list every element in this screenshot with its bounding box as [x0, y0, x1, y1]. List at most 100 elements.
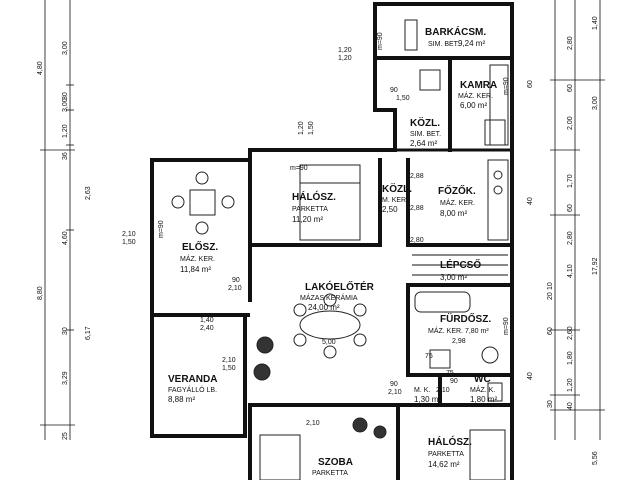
- dim-right-inner-12: 1,20: [567, 378, 574, 392]
- exterior-walls: [150, 2, 514, 480]
- dim-right-total: 17,92: [592, 257, 599, 275]
- room-szoba-floor: PARKETTA: [312, 470, 348, 477]
- room-halosz1-area: 11,20 m²: [292, 215, 323, 224]
- dim-right-inner-13: 40: [567, 402, 574, 410]
- dim-right-inner-10: 2,60: [567, 326, 574, 340]
- opening-dim-11: 2,10: [222, 357, 236, 364]
- room-mk-area: 1,30 m²: [414, 395, 441, 404]
- room-lepcso-name: LÉPCSŐ: [440, 258, 481, 271]
- room-fozok-area: 8,00 m²: [440, 209, 467, 218]
- window-mark-3: m=90: [377, 32, 384, 50]
- dim-right-inner-6: 1,70: [567, 174, 574, 188]
- room-halosz2-floor: PARKETTA: [428, 451, 464, 458]
- opening-dim-1: 1,20: [338, 47, 352, 54]
- room-kozl-mid-area: 2,50: [382, 205, 398, 214]
- dim-left-outer-1: 4,80: [37, 61, 44, 75]
- dim-right-inner-5: 2,00: [567, 116, 574, 130]
- dim-left-outer-4: 25: [62, 432, 69, 440]
- opening-dim-7: 90: [232, 277, 240, 284]
- dim-right-inner-2: 2,80: [567, 36, 574, 50]
- opening-dim-13: 5,00: [322, 339, 336, 346]
- stairs: [412, 254, 508, 276]
- dim-left-inner-7: 4,60: [62, 231, 69, 245]
- room-kozl-mid-floor: M. KER.: [382, 197, 408, 204]
- room-fozok-name: FŐZŐK.: [438, 184, 476, 197]
- opening-dim-23: 2,88: [410, 205, 424, 212]
- opening-dim-4: 1,50: [308, 121, 315, 135]
- opening-dim-15: 2,10: [388, 389, 402, 396]
- opening-dim-3: 1,20: [298, 121, 305, 135]
- room-elosz-area: 11,84 m²: [180, 265, 211, 274]
- room-kozl-mid-name: KÖZL.: [382, 182, 412, 195]
- room-barkacsm-name: BARKÁCSM.: [425, 25, 486, 38]
- room-fozok-floor: MÁZ. KER.: [440, 198, 475, 207]
- window-mark-5: m=90: [503, 317, 510, 335]
- opening-dim-9: 1,40: [200, 317, 214, 324]
- room-wc-area: 1,80 m²: [470, 395, 497, 404]
- room-wc-name: WC: [474, 374, 491, 385]
- room-mk-name: M. K.: [414, 387, 430, 394]
- room-kamra-name: KAMRA: [460, 80, 497, 91]
- dim-left-inner-1: 3,00: [62, 41, 69, 55]
- room-barkacsm-floor: SIM. BET.: [428, 41, 459, 48]
- opening-dim-19: 2,10: [436, 387, 450, 394]
- right-dimension-lines: [550, 0, 605, 440]
- opening-dim-17: 75: [425, 353, 433, 360]
- dim-left-inner-2: 30: [62, 92, 69, 100]
- dim-left-inner-3: 3,00: [62, 98, 69, 112]
- dim-right-inner-9: 4,10: [567, 264, 574, 278]
- opening-dim-14: 90: [390, 381, 398, 388]
- dim-right-mid-6: 60: [527, 80, 534, 88]
- room-veranda-name: VERANDA: [168, 374, 217, 385]
- room-kamra-area: 6,00 m²: [460, 101, 487, 110]
- room-lakoeloter-area: 24,00 m²: [308, 303, 340, 312]
- room-wc-floor: MÁZ. K.: [470, 385, 495, 394]
- dim-right-mid-3: 60: [547, 327, 554, 335]
- opening-dim-5: 2,10: [122, 231, 136, 238]
- dim-right-mid-8: 5,56: [592, 451, 599, 465]
- opening-dim-26: 1,50: [396, 95, 410, 102]
- dim-left-inner-8: 6,17: [85, 326, 92, 340]
- opening-dim-10: 2,40: [200, 325, 214, 332]
- dim-right-mid-2: 20: [547, 292, 554, 300]
- opening-dim-8: 2,10: [228, 285, 242, 292]
- opening-dim-2: 1,20: [338, 55, 352, 62]
- dim-right-inner-1: 1,40: [592, 16, 599, 30]
- room-szoba-name: SZOBA: [318, 457, 353, 468]
- left-dimension-lines: [40, 0, 75, 440]
- room-halosz1-name: HÁLÓSZ.: [292, 190, 336, 203]
- room-lakoeloter-floor: MÁZAS KERÁMIA: [300, 293, 358, 302]
- opening-dim-24: 2,80: [410, 237, 424, 244]
- room-veranda-area: 8,88 m²: [168, 395, 195, 404]
- room-elosz-name: ELŐSZ.: [182, 240, 218, 253]
- opening-dim-21: 2,10: [306, 420, 320, 427]
- dim-right-mid-5: 40: [527, 372, 534, 380]
- room-kozl-top-floor: SIM. BET.: [410, 131, 441, 138]
- opening-dim-6: 1,50: [122, 239, 136, 246]
- room-furdosz-name: FÜRDŐSZ.: [440, 312, 491, 325]
- dim-right-inner-8: 2,80: [567, 231, 574, 245]
- dim-left-inner-5: 36: [62, 152, 69, 160]
- room-halosz1-floor: PARKETTA: [292, 206, 328, 213]
- opening-dim-12: 1,50: [222, 365, 236, 372]
- opening-dim-22: 2,88: [410, 173, 424, 180]
- room-kozl-top-area: 2,64 m²: [410, 139, 437, 148]
- room-kamra-floor: MÁZ. KER.: [458, 91, 493, 100]
- room-halosz2-area: 14,62 m²: [428, 460, 460, 469]
- opening-dim-16: 2,98: [452, 338, 466, 345]
- opening-dim-20: 75: [446, 370, 454, 377]
- room-halosz2-name: HÁLÓSZ.: [428, 435, 472, 448]
- dim-right-mid-7: 40: [527, 197, 534, 205]
- window-mark-1: m=90: [290, 165, 308, 172]
- dim-right-mid-4: 30: [547, 400, 554, 408]
- dim-left-outer-2: 8,80: [37, 286, 44, 300]
- room-furdosz-floor: MÁZ. KER. 7,80 m²: [428, 326, 489, 335]
- interior-walls: [248, 56, 514, 480]
- window-mark-4: m=90: [503, 77, 510, 95]
- dim-left-outer-3: 3,29: [62, 371, 69, 385]
- dim-right-inner-3: 60: [567, 84, 574, 92]
- room-elosz-floor: MÁZ. KER.: [180, 254, 215, 263]
- dim-right-inner-11: 1,80: [567, 351, 574, 365]
- window-mark-2: m=90: [158, 220, 165, 238]
